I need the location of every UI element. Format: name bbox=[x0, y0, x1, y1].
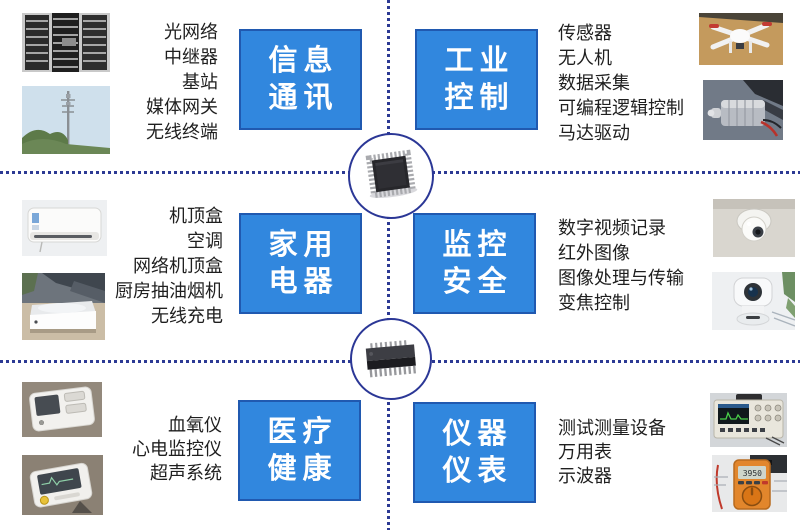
category-title-line: 控制 bbox=[444, 81, 515, 114]
vertical-divider bbox=[387, 0, 390, 530]
blood-pressure-monitor-photo bbox=[22, 382, 102, 437]
server-rack-photo bbox=[22, 13, 110, 72]
instrumentation-item-list: 测试测量设备 万用表 示波器 bbox=[558, 416, 666, 488]
list-item: 网络机顶盒 bbox=[133, 256, 223, 276]
category-title-line: 安全 bbox=[442, 265, 513, 298]
drone-photo bbox=[699, 13, 783, 65]
oscilloscope-photo bbox=[710, 393, 787, 447]
category-box-medical-health: 医疗 健康 bbox=[238, 400, 361, 501]
list-item: 变焦控制 bbox=[558, 293, 630, 313]
multimeter-reading: 3950 bbox=[743, 469, 762, 478]
info-comm-item-list: 光网络 中继器 基站 媒体网关 无线终端 bbox=[146, 20, 218, 145]
category-title-line: 健康 bbox=[267, 452, 338, 485]
list-item: 传感器 bbox=[558, 23, 612, 43]
ecg-monitor-photo bbox=[22, 455, 103, 515]
category-box-info-comm: 信息 通讯 bbox=[239, 29, 362, 130]
list-item: 媒体网关 bbox=[146, 97, 218, 117]
list-item: 厨房抽油烟机 bbox=[115, 281, 223, 301]
category-box-surveillance-security: 监控 安全 bbox=[413, 213, 536, 314]
air-conditioner-photo bbox=[22, 200, 107, 256]
category-title-line: 监控 bbox=[442, 228, 513, 261]
list-item: 超声系统 bbox=[150, 463, 222, 483]
category-title-line: 仪表 bbox=[442, 454, 513, 487]
category-title-line: 通讯 bbox=[268, 81, 339, 114]
surveillance-security-item-list: 数字视频记录 红外图像 图像处理与传输 变焦控制 bbox=[558, 216, 684, 316]
list-item: 血氧仪 bbox=[168, 415, 222, 435]
category-title-line: 仪器 bbox=[442, 417, 513, 450]
medical-health-item-list: 血氧仪 心电监控仪 超声系统 bbox=[132, 413, 222, 485]
list-item: 万用表 bbox=[558, 442, 612, 462]
category-title-line: 家用 bbox=[268, 228, 339, 261]
category-title-line: 信息 bbox=[268, 44, 339, 77]
category-box-instrumentation: 仪器 仪表 bbox=[413, 402, 536, 503]
dome-camera-photo bbox=[713, 199, 795, 257]
list-item: 机顶盒 bbox=[169, 206, 223, 226]
telecom-tower-photo bbox=[22, 86, 110, 154]
list-item: 图像处理与传输 bbox=[558, 268, 684, 288]
list-item: 光网络 bbox=[164, 22, 218, 42]
list-item: 空调 bbox=[187, 231, 223, 251]
list-item: 无线终端 bbox=[146, 122, 218, 142]
list-item: 无人机 bbox=[558, 48, 612, 68]
list-item: 红外图像 bbox=[558, 243, 630, 263]
list-item: 心电监控仪 bbox=[132, 439, 222, 459]
list-item: 可编程逻辑控制 bbox=[558, 98, 684, 118]
home-appliance-item-list: 机顶盒 空调 网络机顶盒 厨房抽油烟机 无线充电 bbox=[115, 204, 223, 329]
list-item: 中继器 bbox=[164, 47, 218, 67]
category-title-line: 医疗 bbox=[267, 415, 338, 448]
category-box-home-appliance: 家用 电器 bbox=[239, 213, 362, 314]
qfp-chip-icon bbox=[365, 149, 418, 199]
electric-motor-photo bbox=[703, 80, 783, 140]
chip-circle-top bbox=[348, 133, 434, 219]
category-title-line: 工业 bbox=[444, 44, 515, 77]
list-item: 数字视频记录 bbox=[558, 218, 666, 238]
list-item: 无线充电 bbox=[151, 306, 223, 326]
chip-circle-bottom bbox=[350, 318, 432, 400]
soic-chip-icon bbox=[365, 340, 416, 378]
category-box-industrial-control: 工业 控制 bbox=[415, 29, 538, 130]
multimeter-photo: 3950 bbox=[712, 455, 787, 512]
set-top-box-photo bbox=[22, 273, 105, 340]
category-title-line: 电器 bbox=[268, 265, 339, 298]
list-item: 数据采集 bbox=[558, 73, 630, 93]
industrial-control-item-list: 传感器 无人机 数据采集 可编程逻辑控制 马达驱动 bbox=[558, 21, 684, 146]
ptz-camera-photo bbox=[712, 272, 795, 330]
list-item: 基站 bbox=[182, 72, 218, 92]
list-item: 测试测量设备 bbox=[558, 418, 666, 438]
list-item: 马达驱动 bbox=[558, 123, 630, 143]
list-item: 示波器 bbox=[558, 466, 612, 486]
